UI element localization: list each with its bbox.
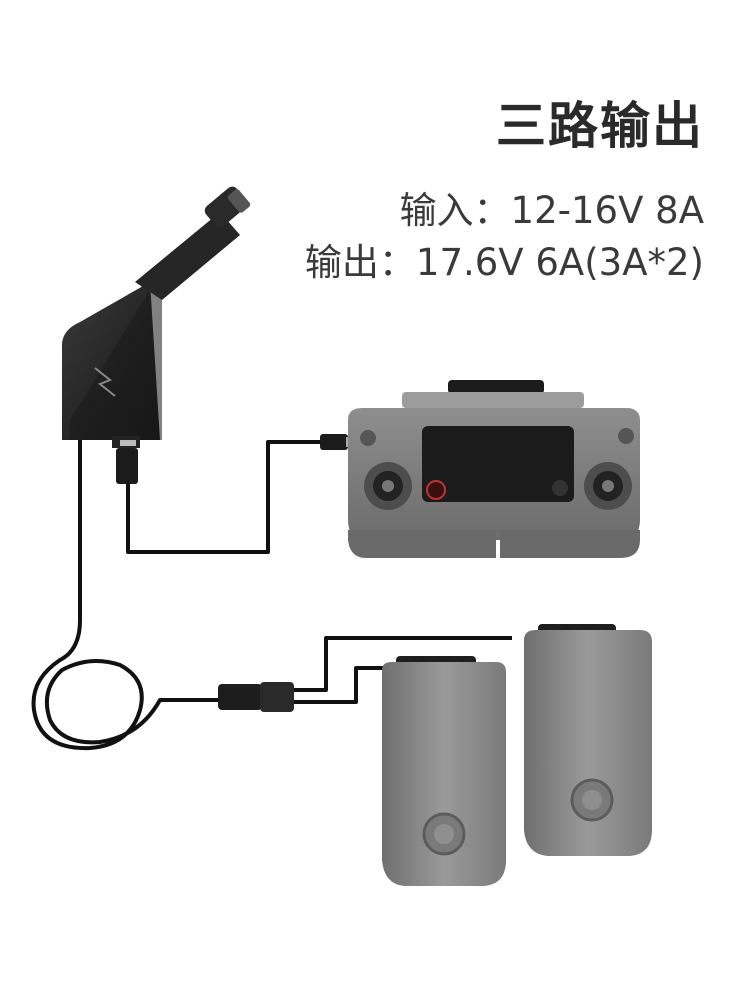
remote-controller bbox=[348, 380, 640, 558]
cable-splitter bbox=[218, 682, 294, 712]
intelligent-battery-left bbox=[382, 656, 506, 886]
intelligent-battery-right bbox=[524, 624, 652, 856]
output-spec: 输出：17.6V 6A(3A*2) bbox=[304, 241, 704, 284]
car-charger bbox=[62, 186, 251, 484]
input-spec: 输入：12-16V 8A bbox=[399, 189, 704, 232]
cables bbox=[31, 440, 512, 751]
page-title: 三路输出 bbox=[496, 97, 704, 155]
